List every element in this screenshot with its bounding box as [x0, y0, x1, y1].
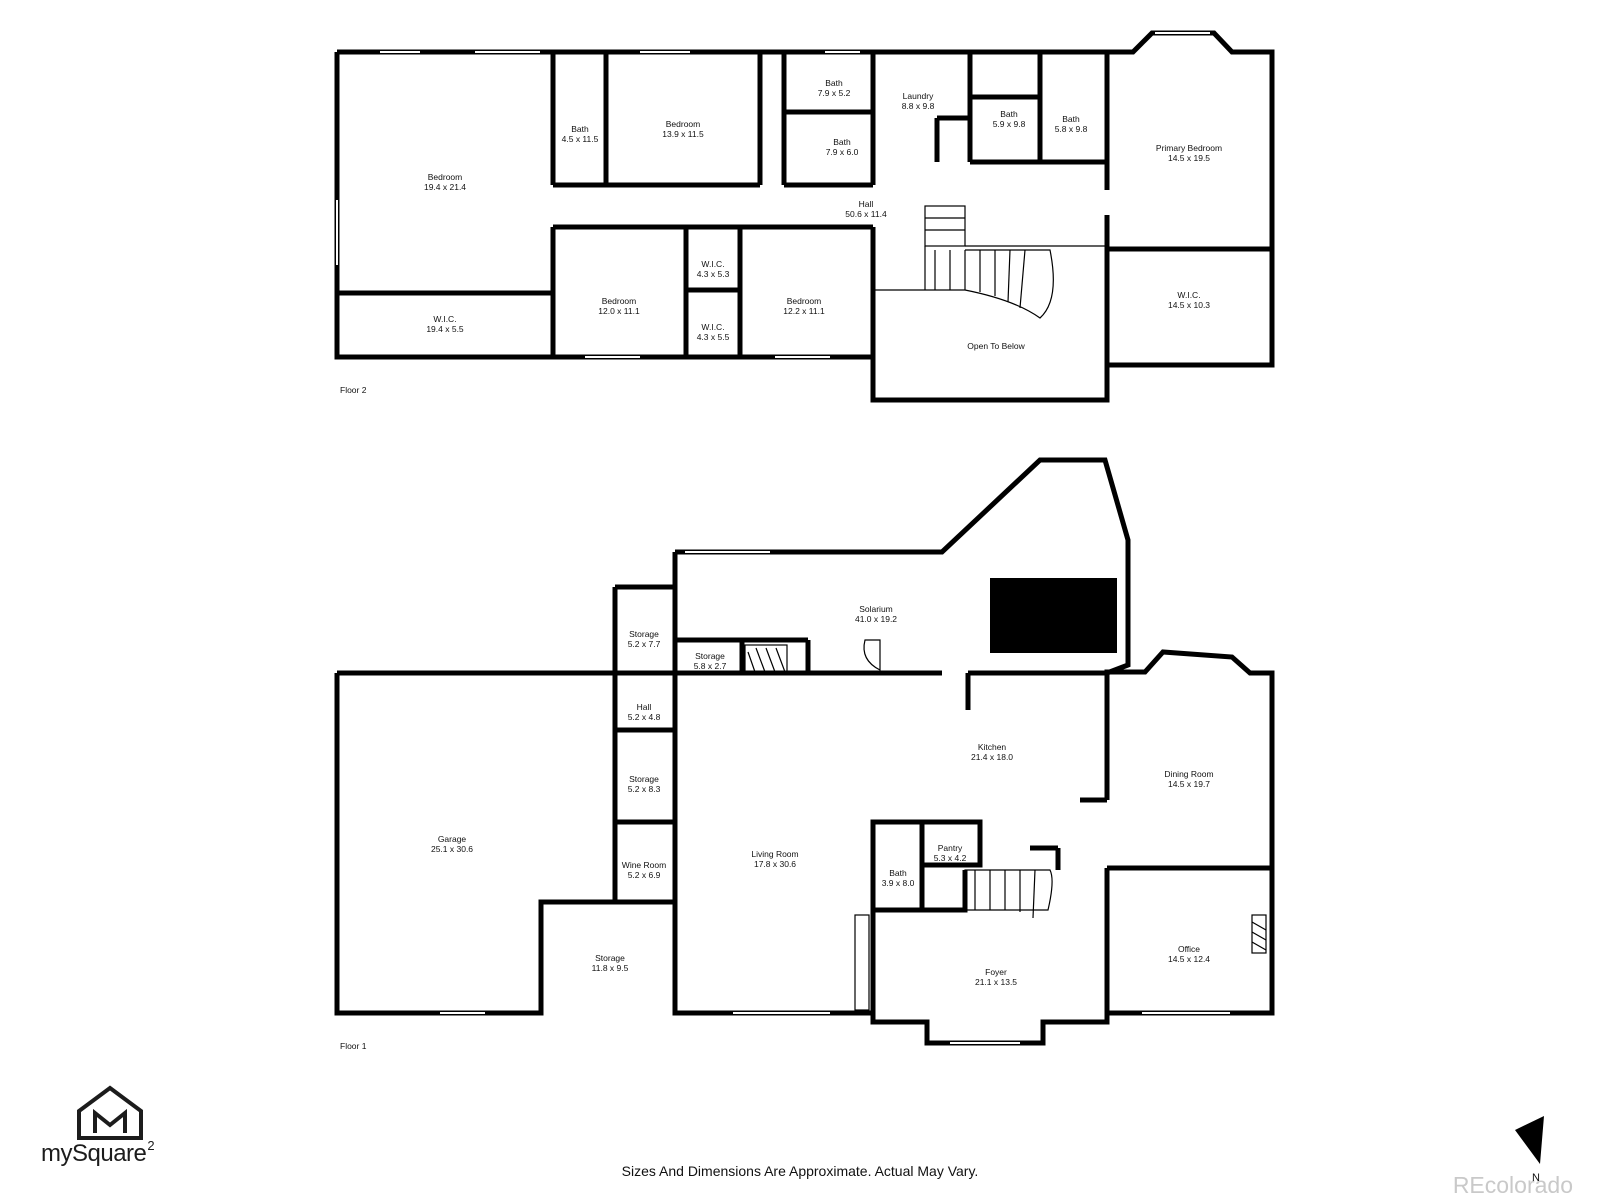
mysquare-logo-icon	[77, 1085, 143, 1140]
floor2-stairs	[873, 205, 1107, 319]
disclaimer: Sizes And Dimensions Are Approximate. Ac…	[621, 1163, 979, 1179]
floor2-label: Floor 2	[340, 385, 367, 395]
floor2-walls	[334, 30, 1275, 403]
windows	[336, 32, 1230, 1044]
floor1-stairs	[854, 639, 1053, 1011]
brand-name: mySquare2	[41, 1138, 155, 1168]
pool-fill	[990, 578, 1117, 653]
compass-label: N	[1532, 1172, 1540, 1184]
floor1-walls	[334, 457, 1275, 1046]
watermark: REcolorado	[1452, 1172, 1573, 1198]
brand-name-text: mySquare	[41, 1140, 147, 1167]
fireplace	[744, 644, 1267, 954]
floor1-label: Floor 1	[340, 1041, 367, 1051]
north-arrow-icon	[1515, 1116, 1544, 1164]
brand-superscript: 2	[147, 1138, 155, 1153]
